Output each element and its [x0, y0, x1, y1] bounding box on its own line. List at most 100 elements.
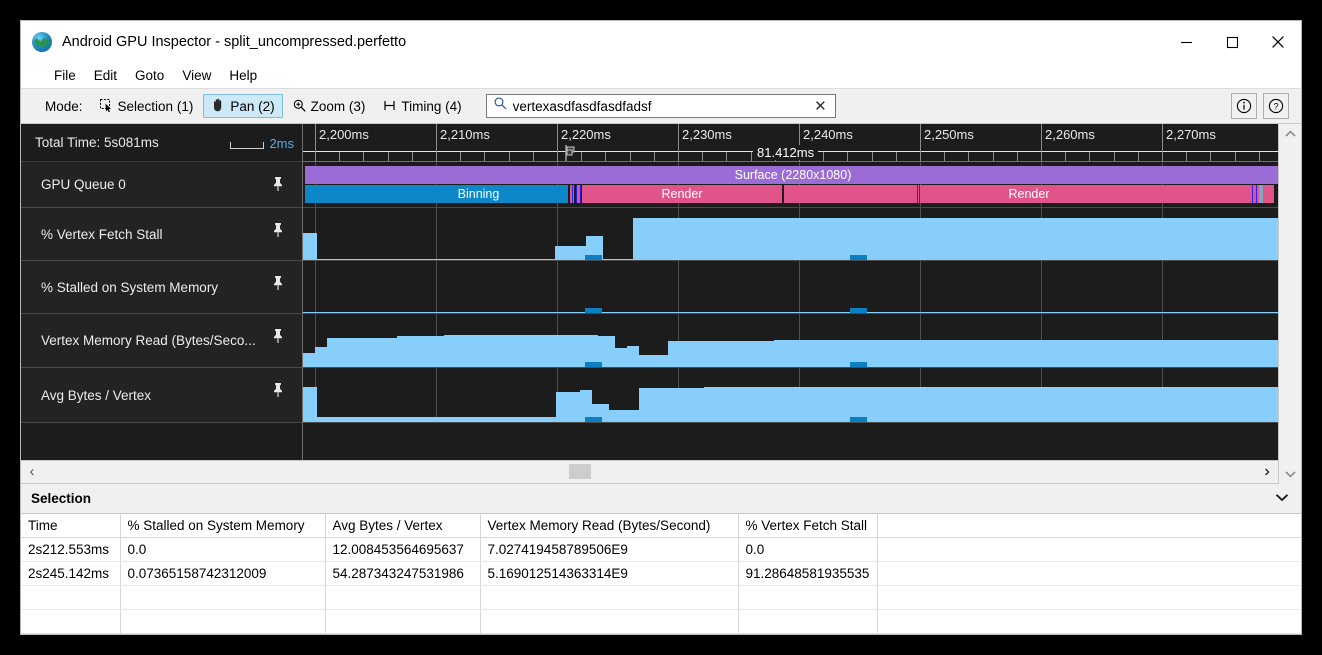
- slice-render-1[interactable]: Render: [582, 185, 782, 203]
- table-row[interactable]: [21, 609, 1301, 634]
- mode-timing-button[interactable]: Timing (4): [375, 95, 469, 118]
- search-icon: [494, 97, 507, 115]
- menu-file[interactable]: File: [54, 68, 76, 83]
- ruler-major-tick: [436, 124, 437, 161]
- grid-line: [557, 261, 558, 313]
- track-row-0[interactable]: Surface (2280x1080)Binning Render Render: [303, 162, 1278, 208]
- col-header-vfs[interactable]: % Vertex Fetch Stall: [738, 513, 878, 538]
- horizontal-scroll-thumb[interactable]: [569, 464, 591, 479]
- col-header-time[interactable]: Time: [21, 513, 121, 538]
- selection-marker-1[interactable]: [849, 417, 867, 422]
- close-button[interactable]: [1255, 21, 1301, 63]
- table-row[interactable]: [21, 585, 1301, 610]
- grid-line: [436, 368, 437, 422]
- selection-marker-1[interactable]: [849, 255, 867, 260]
- track-canvas[interactable]: Surface (2280x1080)Binning Render Render: [302, 162, 1278, 460]
- ruler-minor-tick: [823, 152, 825, 161]
- col-header-stalled[interactable]: % Stalled on System Memory: [120, 513, 326, 538]
- pin-icon[interactable]: [272, 176, 284, 197]
- counter-sample: [556, 392, 580, 422]
- slice-binning[interactable]: Binning: [389, 185, 568, 203]
- search-input[interactable]: vertexasdfasdfasdfadsf: [512, 98, 652, 114]
- track-row-4[interactable]: [303, 368, 1278, 423]
- track-row-1[interactable]: [303, 208, 1278, 261]
- slice-render-2[interactable]: Render: [784, 185, 1274, 203]
- grid-line: [315, 314, 316, 367]
- scroll-down-button[interactable]: [1279, 464, 1301, 484]
- grid-line: [557, 162, 558, 207]
- counter-baseline: [303, 366, 1278, 367]
- track-label-2[interactable]: % Stalled on System Memory: [21, 261, 302, 314]
- track-label-text: % Vertex Fetch Stall: [41, 226, 163, 242]
- selection-marker-1[interactable]: [849, 362, 867, 367]
- cell-stalled: [120, 609, 326, 634]
- counter-sample: [326, 337, 398, 367]
- chevron-down-icon[interactable]: [1275, 489, 1289, 507]
- mode-pan-label: Pan (2): [230, 98, 275, 114]
- scale-indicator: 2ms: [230, 137, 294, 150]
- horizontal-scrollbar[interactable]: ‹ ›: [21, 459, 1278, 484]
- slice-divider-6: [1256, 185, 1258, 203]
- cell-stalled: 0.0: [120, 537, 326, 562]
- info-button[interactable]: [1231, 93, 1257, 119]
- counter-sample: [314, 347, 327, 367]
- search-box[interactable]: vertexasdfasdfasdfadsf ✕: [485, 94, 836, 118]
- search-clear-icon[interactable]: ✕: [814, 97, 827, 115]
- counter-sample: [397, 335, 445, 367]
- cell-vmr: [480, 609, 739, 634]
- col-header-vmr[interactable]: Vertex Memory Read (Bytes/Second): [480, 513, 739, 538]
- menu-view[interactable]: View: [182, 68, 212, 83]
- timing-flag-icon[interactable]: [565, 145, 577, 161]
- ruler-minor-tick: [1089, 152, 1091, 161]
- col-header-avg[interactable]: Avg Bytes / Vertex: [325, 513, 481, 538]
- counter-sample: [632, 409, 639, 422]
- counter-sample: [303, 233, 318, 260]
- selection-header[interactable]: Selection: [21, 483, 1301, 514]
- scroll-up-button[interactable]: [1279, 124, 1301, 144]
- pin-icon[interactable]: [272, 275, 284, 296]
- grid-line: [920, 162, 921, 207]
- pin-icon[interactable]: [272, 328, 284, 349]
- cell-stalled: 0.07365158742312009: [120, 561, 326, 586]
- slice-binning-pre[interactable]: [305, 185, 389, 203]
- cell-filler: [877, 537, 1301, 562]
- selection-marker-0[interactable]: [584, 362, 602, 367]
- selection-marker-1[interactable]: [849, 308, 867, 313]
- track-label-4[interactable]: Avg Bytes / Vertex: [21, 368, 302, 423]
- minimize-button[interactable]: [1163, 21, 1209, 63]
- selection-marker-0[interactable]: [584, 308, 602, 313]
- vertical-scrollbar[interactable]: [1278, 124, 1301, 484]
- counter-sample: [303, 387, 318, 422]
- slice-divider-2: [580, 185, 582, 203]
- scroll-left-button[interactable]: ‹: [29, 463, 35, 480]
- ruler-minor-tick: [992, 152, 994, 161]
- menu-goto[interactable]: Goto: [135, 68, 165, 83]
- menu-help[interactable]: Help: [229, 68, 258, 83]
- pin-icon[interactable]: [272, 222, 284, 243]
- slice-render-2-label: Render: [1008, 187, 1050, 201]
- mode-pan-button[interactable]: Pan (2): [203, 94, 283, 118]
- track-row-3[interactable]: [303, 314, 1278, 368]
- help-button[interactable]: ?: [1263, 93, 1289, 119]
- slice-surface[interactable]: Surface (2280x1080): [305, 166, 1278, 184]
- slice-render-tail[interactable]: [1259, 185, 1263, 203]
- scroll-right-button[interactable]: ›: [1264, 462, 1270, 480]
- track-label-0[interactable]: GPU Queue 0: [21, 162, 302, 208]
- pin-icon[interactable]: [272, 382, 284, 403]
- menu-edit[interactable]: Edit: [93, 68, 118, 83]
- track-row-2[interactable]: [303, 261, 1278, 314]
- track-label-1[interactable]: % Vertex Fetch Stall: [21, 208, 302, 261]
- selection-marker-0[interactable]: [584, 255, 602, 260]
- mode-selection-button[interactable]: Selection (1): [92, 95, 202, 118]
- track-label-3[interactable]: Vertex Memory Read (Bytes/Seco...: [21, 314, 302, 368]
- cell-filler: [877, 609, 1301, 634]
- cell-vfs: [738, 585, 878, 610]
- selection-marker-0[interactable]: [584, 417, 602, 422]
- grid-line: [920, 261, 921, 313]
- mode-zoom-button[interactable]: Zoom (3): [285, 95, 374, 118]
- slice-render-gap-b[interactable]: [577, 185, 580, 203]
- maximize-button[interactable]: [1209, 21, 1255, 63]
